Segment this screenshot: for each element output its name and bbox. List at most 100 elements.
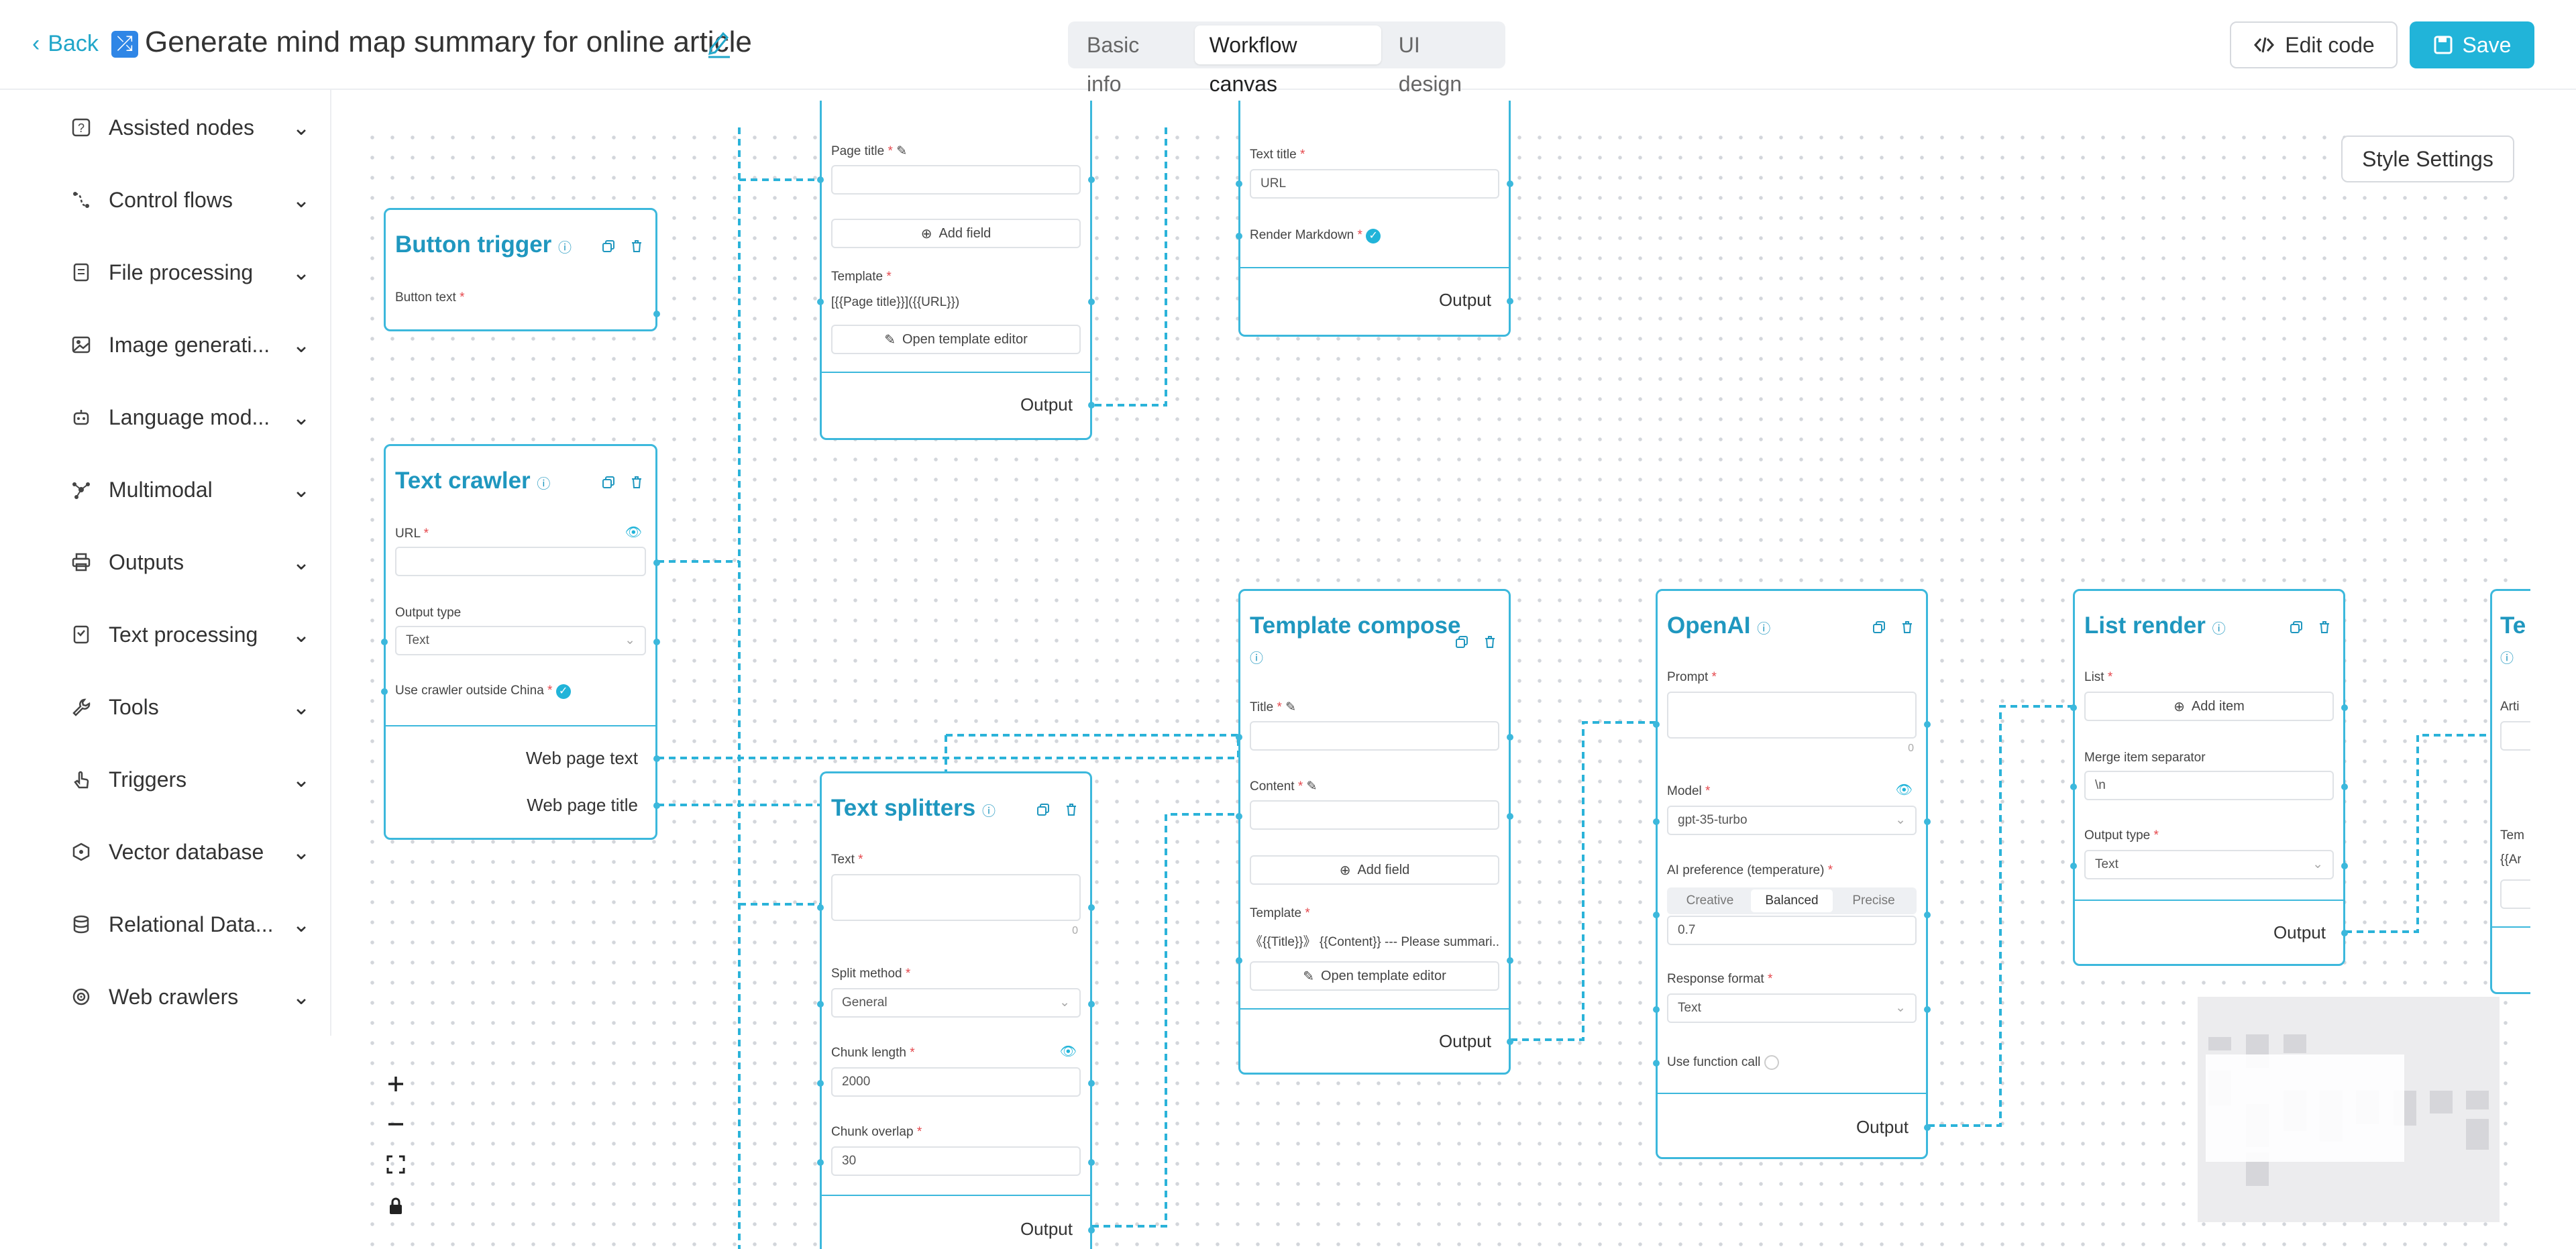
input-port[interactable] [817, 298, 824, 305]
pencil-icon[interactable]: ✎ [896, 144, 908, 158]
temperature-input[interactable]: 0.7 [1667, 916, 1917, 945]
content-input[interactable] [1250, 800, 1499, 830]
output-port[interactable] [1088, 1227, 1095, 1234]
edit-title-icon[interactable] [706, 28, 733, 59]
tab-ui-design[interactable]: UI design [1398, 33, 1462, 96]
markdown-node-top[interactable]: Text title * URL Render Markdown * ✓ Out… [1236, 101, 1513, 337]
output-port[interactable] [1088, 176, 1095, 183]
input-port[interactable] [1236, 180, 1242, 187]
eye-icon[interactable]: 👁 [1895, 783, 1913, 798]
input-port[interactable] [1236, 813, 1242, 820]
output-port[interactable] [1088, 1159, 1095, 1166]
copy-icon[interactable] [1036, 803, 1050, 820]
output-port[interactable] [1924, 721, 1931, 728]
sidebar-item-text-processing[interactable]: Text processing ⌄ [70, 614, 311, 655]
input-port[interactable] [817, 176, 824, 183]
eye-icon[interactable]: 👁 [625, 525, 642, 540]
template-node-top[interactable]: Page title * ✎ ⊕Add field Template * [{{… [817, 101, 1095, 440]
minimap-viewport[interactable] [2206, 1054, 2404, 1162]
add-item-button[interactable]: ⊕Add item [2084, 692, 2334, 721]
sidebar-item-tools[interactable]: Tools ⌄ [70, 687, 311, 727]
output-port[interactable] [1088, 904, 1095, 911]
response-format-select[interactable]: Text⌄ [1667, 993, 1917, 1023]
openai-node[interactable]: OpenAI ⓘ Prompt * 0 Model * 👁 gpt-35-tur… [1653, 589, 1931, 1159]
input-port[interactable] [1236, 734, 1242, 741]
input-port[interactable] [2070, 863, 2077, 869]
temperature-balanced-option[interactable]: Balanced [1751, 889, 1833, 912]
output-port[interactable] [653, 802, 660, 809]
output-type-select[interactable]: Text⌄ [395, 626, 646, 655]
output-port[interactable] [1924, 818, 1931, 825]
fit-view-button[interactable] [376, 1144, 416, 1185]
output-port[interactable] [1924, 1124, 1931, 1131]
url-input[interactable] [395, 547, 646, 576]
field-input[interactable] [2500, 721, 2530, 751]
minimap[interactable] [2198, 997, 2500, 1222]
lock-canvas-button[interactable] [376, 1186, 416, 1226]
input-port[interactable] [1653, 818, 1660, 825]
title-input[interactable] [1250, 721, 1499, 751]
open-template-editor-button[interactable]: ✎Open template editor [1250, 961, 1499, 991]
sidebar-item-web-crawlers[interactable]: Web crawlers ⌄ [70, 977, 311, 1017]
output-port[interactable] [2341, 704, 2348, 711]
sidebar-item-outputs[interactable]: Outputs ⌄ [70, 542, 311, 582]
output-port[interactable] [1507, 298, 1513, 305]
split-method-select[interactable]: General⌄ [831, 988, 1081, 1018]
add-field-button[interactable]: ⊕Add field [831, 219, 1081, 248]
partial-node-right[interactable]: Te ⓘ Arti Tem {{Ar [2490, 589, 2530, 994]
sidebar-item-vector-database[interactable]: Vector database ⌄ [70, 832, 311, 872]
copy-icon[interactable] [602, 239, 615, 256]
copy-icon[interactable] [1872, 620, 1886, 637]
input-port[interactable] [1236, 957, 1242, 964]
output-port[interactable] [1507, 813, 1513, 820]
text-crawler-node[interactable]: Text crawler ⓘ URL * 👁 Output type Text⌄… [381, 444, 660, 840]
field-input[interactable] [2500, 879, 2530, 909]
temperature-creative-option[interactable]: Creative [1686, 893, 1734, 908]
pencil-icon[interactable]: ✎ [1285, 700, 1297, 714]
list-render-node[interactable]: List render ⓘ List * ⊕Add item Merge ite… [2070, 589, 2348, 966]
output-port[interactable] [653, 559, 660, 566]
delete-icon[interactable] [1065, 803, 1078, 820]
output-port[interactable] [653, 639, 660, 645]
style-settings-button[interactable]: Style Settings [2341, 135, 2514, 182]
sidebar-item-file-processing[interactable]: File processing ⌄ [70, 252, 311, 292]
tab-workflow-canvas[interactable]: Workflow canvas [1194, 25, 1381, 96]
sidebar-item-relational-database[interactable]: Relational Data... ⌄ [70, 904, 311, 944]
eye-icon[interactable]: 👁 [1059, 1044, 1077, 1059]
input-port[interactable] [817, 904, 824, 911]
add-field-button[interactable]: ⊕Add field [1250, 855, 1499, 885]
output-port[interactable] [1507, 957, 1513, 964]
sidebar-item-image-generation[interactable]: Image generati... ⌄ [70, 325, 311, 365]
output-port[interactable] [1507, 1038, 1513, 1045]
input-port[interactable] [2070, 783, 2077, 790]
text-splitters-node[interactable]: Text splitters ⓘ Text * 0 Split method *… [817, 771, 1095, 1249]
delete-icon[interactable] [2318, 620, 2331, 637]
input-port[interactable] [381, 688, 388, 695]
pencil-icon[interactable]: ✎ [1306, 779, 1318, 794]
delete-icon[interactable] [1900, 620, 1914, 637]
output-port[interactable] [2341, 783, 2348, 790]
input-port[interactable] [1653, 721, 1660, 728]
temperature-precise-option[interactable]: Precise [1852, 893, 1895, 908]
output-port[interactable] [1924, 1006, 1931, 1013]
edit-code-button[interactable]: Edit code [2230, 21, 2398, 68]
input-port[interactable] [2070, 704, 2077, 711]
text-input[interactable] [831, 874, 1081, 921]
tab-basic-info[interactable]: Basic info [1087, 33, 1140, 96]
output-type-select[interactable]: Text⌄ [2084, 850, 2334, 879]
back-button[interactable]: ‹ Back [32, 31, 99, 57]
copy-icon[interactable] [1455, 635, 1468, 652]
sidebar-item-language-models[interactable]: Language mod... ⌄ [70, 397, 311, 437]
sidebar-item-control-flows[interactable]: Control flows ⌄ [70, 180, 311, 220]
output-port[interactable] [1507, 180, 1513, 187]
sidebar-item-assisted-nodes[interactable]: ? Assisted nodes ⌄ [70, 107, 311, 148]
chunk-length-input[interactable]: 2000 [831, 1067, 1081, 1097]
model-select[interactable]: gpt-35-turbo⌄ [1667, 806, 1917, 835]
output-port[interactable] [1507, 734, 1513, 741]
input-port[interactable] [1653, 1060, 1660, 1067]
input-port[interactable] [1653, 912, 1660, 918]
checked-toggle-icon[interactable]: ✓ [555, 684, 571, 699]
zoom-out-button[interactable] [376, 1104, 416, 1144]
output-port[interactable] [653, 755, 660, 762]
copy-icon[interactable] [2290, 620, 2303, 637]
